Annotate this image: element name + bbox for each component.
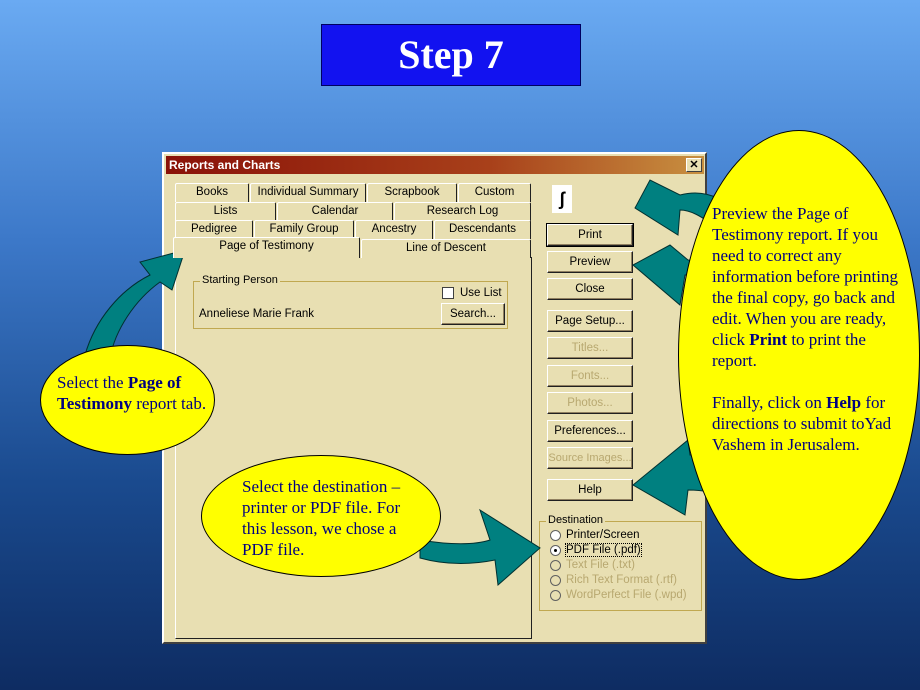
callout-text: Preview the Page of Testimony report. If… xyxy=(712,204,899,349)
callout-text: to print the report. xyxy=(712,330,866,370)
preview-button[interactable]: Preview xyxy=(547,251,633,273)
callout-text: Finally, click on xyxy=(712,393,827,412)
tab-individual-summary[interactable]: Individual Summary xyxy=(250,183,366,202)
tab-pedigree[interactable]: Pedigree xyxy=(175,220,253,239)
callout-select-tab: Select the Page of Testimony report tab. xyxy=(40,345,215,455)
radio-label: Text File (.txt) xyxy=(566,559,636,571)
destination-label: Destination xyxy=(546,514,606,526)
radio-text-file[interactable]: Text File (.txt) xyxy=(550,559,635,571)
callout-bold: Page of Testimony xyxy=(57,373,182,413)
fonts-button[interactable]: Fonts... xyxy=(547,365,633,387)
tab-panel: Starting Person Anneliese Marie Frank Us… xyxy=(175,257,532,639)
tab-page-of-testimony[interactable]: Page of Testimony xyxy=(173,237,360,258)
callout-text: for directions to submit toYad Vashem in… xyxy=(712,393,892,454)
titles-button[interactable]: Titles... xyxy=(547,337,633,359)
tab-calendar[interactable]: Calendar xyxy=(277,202,393,221)
radio-rtf[interactable]: Rich Text Format (.rtf) xyxy=(550,574,677,586)
radio-label: Rich Text Format (.rtf) xyxy=(566,574,677,586)
tab-scrapbook[interactable]: Scrapbook xyxy=(367,183,457,202)
tab-line-of-descent[interactable]: Line of Descent xyxy=(361,239,531,258)
use-list-checkbox[interactable] xyxy=(442,287,454,299)
tab-descendants[interactable]: Descendants xyxy=(434,220,531,239)
arrow-to-tab xyxy=(84,249,186,359)
callout-text: Select the xyxy=(57,373,128,392)
radio-label: Printer/Screen xyxy=(566,529,640,541)
photos-button[interactable]: Photos... xyxy=(547,392,633,414)
close-icon[interactable]: ✕ xyxy=(686,158,702,172)
radio-pdf-file[interactable]: PDF File (.pdf) xyxy=(550,543,642,557)
starting-person-label: Starting Person xyxy=(200,274,280,286)
preferences-button[interactable]: Preferences... xyxy=(547,420,633,442)
radio-wpd[interactable]: WordPerfect File (.wpd) xyxy=(550,589,687,601)
tab-family-group[interactable]: Family Group xyxy=(254,220,354,239)
tab-books[interactable]: Books xyxy=(175,183,249,202)
dialog-title: Reports and Charts xyxy=(169,158,281,172)
destination-group: Destination Printer/Screen PDF File (.pd… xyxy=(539,514,702,611)
help-button[interactable]: Help xyxy=(547,479,633,501)
tab-lists[interactable]: Lists xyxy=(175,202,276,221)
callout-preview-print: Preview the Page of Testimony report. If… xyxy=(678,130,920,580)
use-list-label: Use List xyxy=(460,287,502,299)
starting-person-name: Anneliese Marie Frank xyxy=(199,308,315,320)
page-setup-button[interactable]: Page Setup... xyxy=(547,310,633,332)
reports-and-charts-dialog: Reports and Charts ✕ Books Individual Su… xyxy=(162,152,707,644)
callout-text: report tab. xyxy=(131,394,207,413)
tab-ancestry[interactable]: Ancestry xyxy=(355,220,433,239)
print-button[interactable]: Print xyxy=(546,223,634,247)
arrow-to-pdf xyxy=(419,508,541,587)
slide-title: Step 7 xyxy=(321,24,581,86)
hand-logo-icon: ʃ xyxy=(552,185,572,213)
tab-custom[interactable]: Custom xyxy=(458,183,531,202)
dialog-titlebar: Reports and Charts ✕ xyxy=(166,156,704,174)
radio-label: WordPerfect File (.wpd) xyxy=(566,589,687,601)
close-button[interactable]: Close xyxy=(547,278,633,300)
callout-destination: Select the destination – printer or PDF … xyxy=(201,455,441,577)
starting-person-group: Starting Person Anneliese Marie Frank Us… xyxy=(193,274,508,329)
radio-label: PDF File (.pdf) xyxy=(565,543,642,557)
callout-bold: Help xyxy=(826,393,862,412)
radio-printer-screen[interactable]: Printer/Screen xyxy=(550,529,640,541)
source-images-button[interactable]: Source Images... xyxy=(547,447,633,469)
callout-bold: Print xyxy=(749,330,788,349)
search-button[interactable]: Search... xyxy=(441,303,505,325)
tab-research-log[interactable]: Research Log xyxy=(394,202,531,221)
